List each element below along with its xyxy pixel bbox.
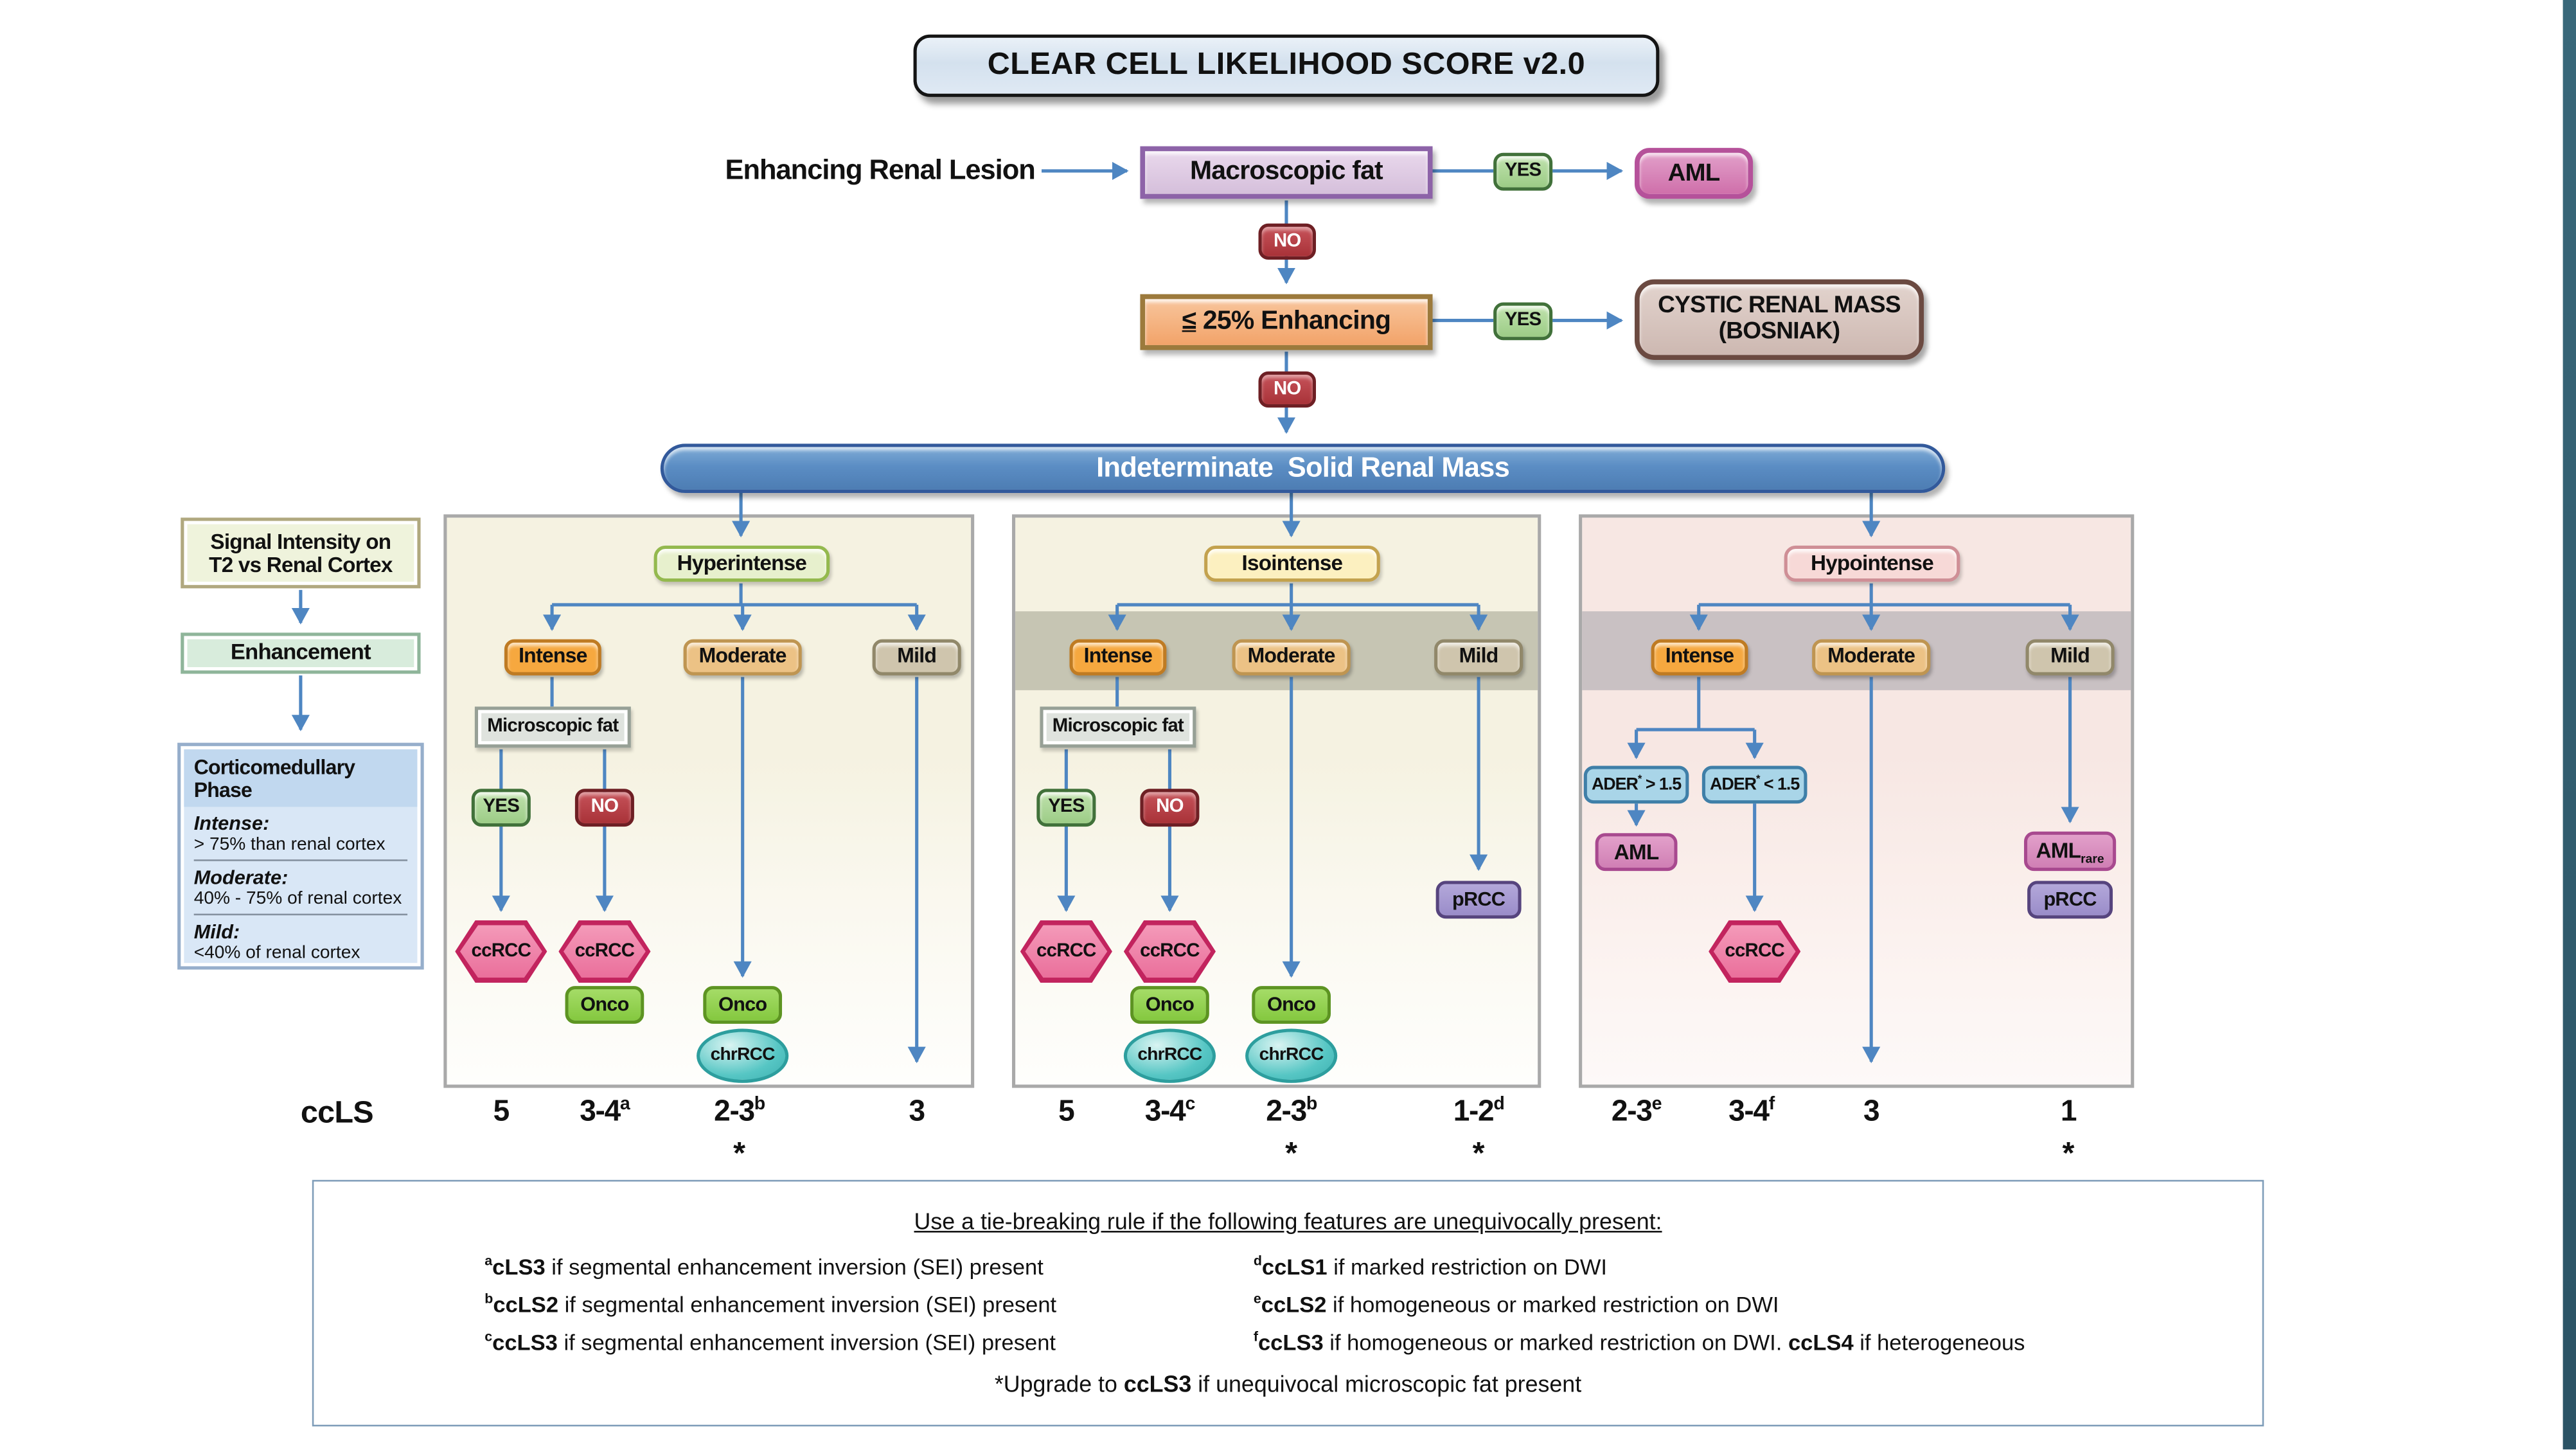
cortico-intense-label: Intense: <box>193 812 270 835</box>
node-aml-rare: AMLrare <box>2023 831 2117 872</box>
node-indeterminate-solid-renal-mass: Indeterminate Solid Renal Mass <box>660 443 1946 494</box>
ccls-star: * <box>2062 1137 2075 1172</box>
badge-no-25pct: NO <box>1258 371 1316 408</box>
ccls-score: 5 <box>493 1094 510 1127</box>
footnote-d: dccLS1 if marked restriction on DWI <box>1253 1252 1608 1280</box>
ccls-score: 5 <box>1058 1094 1075 1127</box>
node-chrrcc: chrRCC <box>697 1028 789 1083</box>
node-ccrcc: ccRCC <box>558 920 651 983</box>
footnote-upgrade: *Upgrade to ccLS3 if unequivocal microsc… <box>994 1370 1582 1397</box>
badge-hyper-yes: YES <box>471 789 531 827</box>
node-aml: AML <box>1595 833 1678 872</box>
node-onco: Onco <box>703 986 783 1024</box>
chip-hypo-mild: Mild <box>2025 639 2115 676</box>
badge-no-macrofat: NO <box>1258 223 1316 260</box>
ccls-score: 2-3b <box>714 1094 765 1127</box>
node-ader-gt-1-5: ADER* > 1.5 <box>1583 765 1689 804</box>
node-ccrcc: ccRCC <box>1123 920 1216 983</box>
node-25pct-enhancing: ≤ 25% Enhancing <box>1140 294 1433 350</box>
footnote-f: fccLS3 if homogeneous or marked restrict… <box>1253 1327 2025 1356</box>
node-iso-microscopic-fat: Microscopic fat <box>1040 706 1196 748</box>
node-onco: Onco <box>1130 986 1209 1024</box>
footnote-c: cccLS3 if segmental enhancement inversio… <box>484 1327 1056 1356</box>
cortico-mild-def: <40% of renal cortex <box>193 943 360 963</box>
ccls-score: 2-3b <box>1266 1094 1317 1127</box>
chip-iso-intense: Intense <box>1069 639 1167 676</box>
cortico-intense-def: > 75% than renal cortex <box>193 834 386 855</box>
node-ccrcc: ccRCC <box>1020 920 1112 983</box>
node-cystic-renal-mass: CYSTIC RENAL MASS (BOSNIAK) <box>1635 279 1924 360</box>
cortico-mild-label: Mild: <box>193 920 240 944</box>
legend-enhancement: Enhancement <box>181 632 421 674</box>
node-onco: Onco <box>1252 986 1331 1024</box>
node-ccrcc: ccRCC <box>1709 920 1801 983</box>
node-ader-lt-1-5: ADER* < 1.5 <box>1701 765 1808 804</box>
ccls-score: 3 <box>909 1094 926 1127</box>
chip-hyper-mild: Mild <box>872 639 961 676</box>
node-hyper-microscopic-fat: Microscopic fat <box>474 706 631 748</box>
ccls-score: 2-3e <box>1611 1094 1662 1127</box>
node-aml: AML <box>1635 148 1754 199</box>
badge-iso-no: NO <box>1140 789 1200 827</box>
node-onco: Onco <box>565 986 644 1024</box>
badge-yes-macrofat: YES <box>1493 152 1553 191</box>
ccls-star: * <box>733 1137 746 1172</box>
ccls-row-label: ccLS <box>300 1096 374 1131</box>
ccls-score: 3-4a <box>580 1094 630 1127</box>
node-chrrcc: chrRCC <box>1123 1028 1216 1083</box>
node-chrrcc: chrRCC <box>1245 1028 1338 1083</box>
chip-hyper-moderate: Moderate <box>683 639 802 676</box>
tie-breaking-title: Use a tie-breaking rule if the following… <box>914 1208 1662 1235</box>
chip-hypo-moderate: Moderate <box>1812 639 1931 676</box>
legend-corticomedullary-phase: Corticomedullary Phase Intense: > 75% th… <box>177 742 424 970</box>
badge-yes-25pct: YES <box>1493 302 1553 341</box>
badge-iso-yes: YES <box>1036 789 1096 827</box>
ccls-star: * <box>1472 1137 1485 1172</box>
ccls-score: 1-2d <box>1453 1094 1505 1127</box>
label-hypointense: Hypointense <box>1784 545 1960 582</box>
divider <box>193 859 408 861</box>
ccls-score: 3-4f <box>1728 1094 1775 1127</box>
footnote-a: acLS3 if segmental enhancement inversion… <box>484 1252 1044 1280</box>
node-prcc: pRCC <box>2027 881 2113 919</box>
node-prcc: pRCC <box>1435 881 1522 919</box>
node-macroscopic-fat: Macroscopic fat <box>1140 146 1433 199</box>
badge-hyper-no: NO <box>574 789 634 827</box>
page-title: CLEAR CELL LIKELIHOOD SCORE v2.0 <box>913 34 1660 97</box>
chip-iso-mild: Mild <box>1434 639 1523 676</box>
right-edge-strip <box>2563 0 2576 1450</box>
label-hyperintense: Hyperintense <box>653 545 830 582</box>
label-isointense: Isointense <box>1204 545 1380 582</box>
footnote-e: eccLS2 if homogeneous or marked restrict… <box>1253 1290 1779 1318</box>
chip-iso-moderate: Moderate <box>1232 639 1351 676</box>
divider <box>193 913 408 916</box>
ccls-star: * <box>1285 1137 1298 1172</box>
ccls-score: 1 <box>2060 1094 2077 1127</box>
cortico-moderate-def: 40% - 75% of renal cortex <box>193 889 402 909</box>
entry-label: Enhancing Renal Lesion <box>725 154 1036 186</box>
footnote-b: bccLS2 if segmental enhancement inversio… <box>484 1290 1057 1318</box>
page-title-text: CLEAR CELL LIKELIHOOD SCORE v2.0 <box>987 48 1586 82</box>
ccls-score: 3-4c <box>1144 1094 1196 1127</box>
tie-breaking-rules-box <box>312 1179 2264 1427</box>
chip-hypo-intense: Intense <box>1651 639 1748 676</box>
cortico-header: Corticomedullary Phase <box>184 749 418 807</box>
ccls-score: 3 <box>1863 1094 1880 1127</box>
legend-signal-intensity: Signal Intensity on T2 vs Renal Cortex <box>181 517 421 589</box>
cortico-moderate-label: Moderate: <box>193 866 289 890</box>
chip-hyper-intense: Intense <box>504 639 601 676</box>
node-ccrcc: ccRCC <box>455 920 547 983</box>
